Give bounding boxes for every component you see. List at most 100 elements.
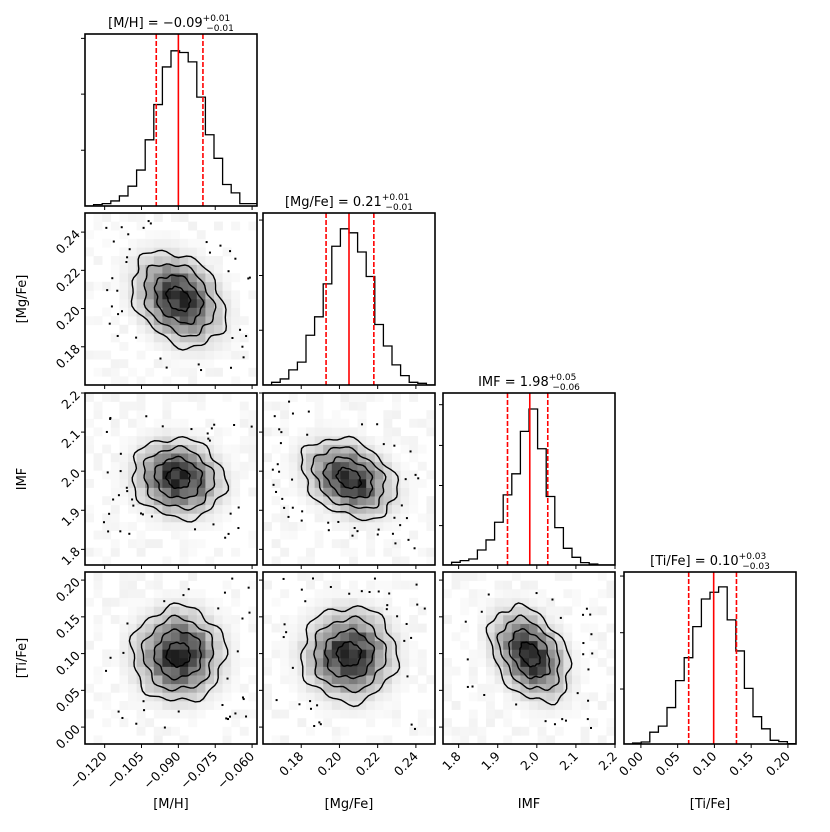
density-bin xyxy=(409,580,419,590)
density-bin xyxy=(331,479,341,488)
density-bin xyxy=(606,692,615,702)
density-bin xyxy=(554,726,564,736)
density-bin xyxy=(606,683,615,693)
density-bin xyxy=(145,692,155,702)
sample-point xyxy=(117,494,120,497)
density-bin xyxy=(85,640,94,650)
density-bin xyxy=(468,709,478,719)
density-bin xyxy=(271,735,281,744)
density-bin xyxy=(331,683,341,693)
sample-point xyxy=(225,717,228,720)
density-bin xyxy=(110,221,120,231)
sample-point xyxy=(403,639,406,642)
density-bin xyxy=(306,556,315,565)
y-tick-label: 2.1 xyxy=(58,426,83,451)
density-bin xyxy=(383,701,393,710)
density-bin xyxy=(205,307,215,317)
density-bin xyxy=(297,692,307,702)
density-bin xyxy=(162,701,172,710)
density-bin xyxy=(145,701,155,710)
density-bin xyxy=(145,658,155,667)
sample-point xyxy=(327,529,330,532)
density-bin xyxy=(110,649,120,659)
density-bin xyxy=(409,487,419,497)
sample-point xyxy=(470,562,472,564)
density-bin xyxy=(306,496,315,506)
density-bin xyxy=(314,658,324,667)
sample-point xyxy=(406,675,409,678)
density-bin xyxy=(222,307,232,317)
density-bin xyxy=(529,632,538,642)
sample-point xyxy=(280,431,283,434)
density-bin xyxy=(366,718,376,728)
density-bin xyxy=(572,597,581,607)
density-bin xyxy=(119,307,129,317)
density-bin xyxy=(162,256,172,265)
density-bin xyxy=(188,666,198,676)
density-bin xyxy=(357,597,367,607)
density-bin xyxy=(340,709,350,719)
sample-point xyxy=(410,636,413,639)
density-bin xyxy=(323,683,333,693)
density-bin xyxy=(546,606,556,616)
density-bin xyxy=(597,640,607,650)
density-bin xyxy=(597,606,607,616)
density-bin xyxy=(153,247,163,257)
density-bin xyxy=(110,658,120,667)
density-bin xyxy=(494,589,504,599)
density-bin xyxy=(400,556,410,565)
density-bin xyxy=(102,513,112,523)
density-bin xyxy=(128,453,137,463)
density-bin xyxy=(93,427,103,437)
density-bin xyxy=(409,436,419,445)
sample-point xyxy=(231,336,234,339)
title-main: [Ti/Fe] = 0.10 xyxy=(650,554,739,569)
density-bin xyxy=(188,273,198,283)
density-bin xyxy=(503,675,513,685)
density-bin xyxy=(400,658,410,667)
density-bin xyxy=(349,580,358,590)
density-bin xyxy=(357,701,367,710)
density-bin xyxy=(271,556,281,565)
density-bin xyxy=(392,393,401,402)
density-bin xyxy=(271,444,281,454)
density-bin xyxy=(323,718,333,728)
density-bin xyxy=(179,649,189,659)
density-bin xyxy=(205,513,215,523)
density-bin xyxy=(323,589,333,599)
density-bin xyxy=(323,692,333,702)
density-bin xyxy=(248,709,257,719)
density-bin xyxy=(306,580,315,590)
density-bin xyxy=(196,290,206,300)
density-bin xyxy=(374,597,384,607)
density-bin xyxy=(162,632,172,642)
density-bin xyxy=(383,666,393,676)
density-bin xyxy=(136,692,146,702)
density-bin xyxy=(357,709,367,719)
density-bin xyxy=(153,709,163,719)
density-bin xyxy=(383,658,393,667)
density-bin xyxy=(546,658,556,667)
density-bin xyxy=(85,393,94,402)
density-bin xyxy=(171,247,180,257)
density-bin xyxy=(196,589,206,599)
density-bin xyxy=(468,692,478,702)
density-bin xyxy=(374,640,384,650)
density-bin xyxy=(231,324,241,334)
density-bin xyxy=(188,307,198,317)
density-bin xyxy=(554,666,564,676)
density-bin xyxy=(136,256,146,265)
histogram-title-1: [Mg/Fe] = 0.21+0.01−0.01 xyxy=(285,193,413,213)
density-bin xyxy=(580,692,590,702)
density-bin xyxy=(110,256,120,265)
density-bin xyxy=(280,615,290,624)
density-bin xyxy=(128,580,137,590)
density-bin xyxy=(145,539,155,549)
density-bin xyxy=(231,307,241,317)
density-bin xyxy=(477,683,487,693)
density-bin xyxy=(366,547,376,557)
density-bin xyxy=(153,580,163,590)
density-bin xyxy=(145,290,155,300)
density-bin xyxy=(400,487,410,497)
sample-point xyxy=(360,590,363,593)
